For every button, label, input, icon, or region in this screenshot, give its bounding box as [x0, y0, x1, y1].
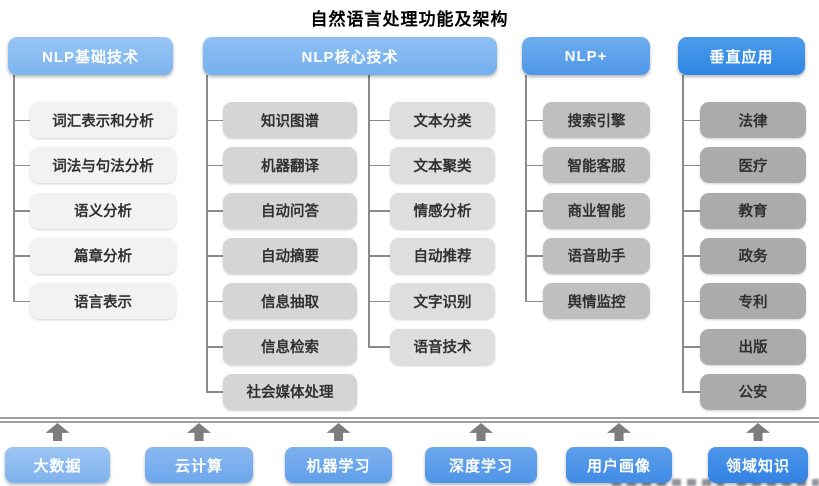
- item-box: 语音助手: [543, 237, 650, 274]
- item-box: 自动摘要: [223, 237, 357, 274]
- item-box: 语义分析: [30, 192, 176, 229]
- tick-line: [368, 210, 390, 212]
- item-box: 自动推荐: [390, 237, 495, 274]
- item-box: 语言表示: [30, 283, 176, 320]
- watermark-remnant: [612, 479, 724, 486]
- item-box: 舆情监控: [543, 283, 650, 320]
- item-box: 语音技术: [390, 328, 495, 365]
- column-header: NLP核心技术: [203, 37, 497, 75]
- up-arrow-icon: [187, 423, 211, 441]
- foundation-box: 云计算: [145, 447, 253, 483]
- item-box: 信息抽取: [223, 283, 357, 320]
- tick-line: [682, 346, 700, 348]
- tick-line: [206, 210, 223, 212]
- tick-line: [13, 255, 30, 257]
- tick-line: [525, 255, 543, 257]
- tick-line: [368, 164, 390, 167]
- item-box: 公安: [700, 373, 806, 410]
- up-arrow-icon: [469, 423, 493, 441]
- tick-line: [368, 119, 390, 121]
- page-title: 自然语言处理功能及架构: [310, 10, 509, 29]
- item-box: 机器翻译: [223, 147, 357, 184]
- column-header: NLP+: [522, 37, 650, 75]
- tick-line: [206, 164, 223, 167]
- tick-line: [206, 255, 223, 257]
- foundation-box: 领域知识: [708, 447, 808, 483]
- tick-line: [525, 119, 543, 121]
- up-arrow-icon: [607, 423, 631, 441]
- item-box: 文本聚类: [390, 147, 495, 184]
- foundation-box: 大数据: [5, 447, 110, 483]
- item-box: 法律: [700, 102, 806, 138]
- tick-line: [368, 346, 390, 348]
- item-box: 信息检索: [223, 328, 357, 365]
- item-box: 情感分析: [390, 192, 495, 229]
- tick-line: [682, 119, 700, 121]
- item-box: 篇章分析: [30, 237, 176, 274]
- item-box: 自动问答: [223, 192, 357, 229]
- item-box: 知识图谱: [223, 102, 357, 138]
- column-header: NLP基础技术: [8, 37, 173, 75]
- tick-line: [368, 300, 390, 303]
- tick-line: [13, 300, 30, 303]
- tick-line: [13, 210, 30, 212]
- item-box: 专利: [700, 283, 806, 320]
- item-box: 医疗: [700, 147, 806, 184]
- separator-line: [0, 417, 819, 423]
- tick-line: [13, 119, 30, 121]
- up-arrow-icon: [746, 423, 770, 441]
- item-box: 词法与句法分析: [30, 147, 176, 184]
- tick-line: [206, 391, 223, 393]
- item-box: 商业智能: [543, 192, 650, 229]
- up-arrow-icon: [326, 423, 351, 441]
- item-box: 智能客服: [543, 147, 650, 184]
- item-box: 政务: [700, 237, 806, 274]
- tick-line: [682, 210, 700, 212]
- tick-line: [368, 255, 390, 257]
- tick-line: [525, 164, 543, 167]
- trunk-line: [682, 75, 684, 393]
- item-box: 出版: [700, 328, 806, 365]
- item-box: 社会媒体处理: [223, 373, 357, 410]
- column-header: 垂直应用: [678, 37, 805, 75]
- tick-line: [206, 300, 223, 303]
- tick-line: [525, 300, 543, 303]
- item-box: 教育: [700, 192, 806, 229]
- tick-line: [682, 300, 700, 303]
- item-box: 文本分类: [390, 102, 495, 138]
- foundation-box: 深度学习: [425, 447, 537, 483]
- trunk-line: [206, 75, 208, 393]
- up-arrow-icon: [45, 423, 70, 441]
- tick-line: [13, 164, 30, 167]
- tick-line: [525, 210, 543, 212]
- foundation-box: 用户画像: [566, 447, 672, 483]
- tick-line: [206, 346, 223, 348]
- item-box: 文字识别: [390, 283, 495, 320]
- tick-line: [682, 164, 700, 167]
- item-box: 词汇表示和分析: [30, 102, 176, 138]
- tick-line: [206, 119, 223, 121]
- trunk-line: [13, 75, 15, 302]
- item-box: 搜索引擎: [543, 102, 650, 138]
- foundation-box: 机器学习: [285, 447, 392, 483]
- tick-line: [682, 255, 700, 257]
- tick-line: [682, 391, 700, 393]
- trunk-line: [525, 75, 527, 302]
